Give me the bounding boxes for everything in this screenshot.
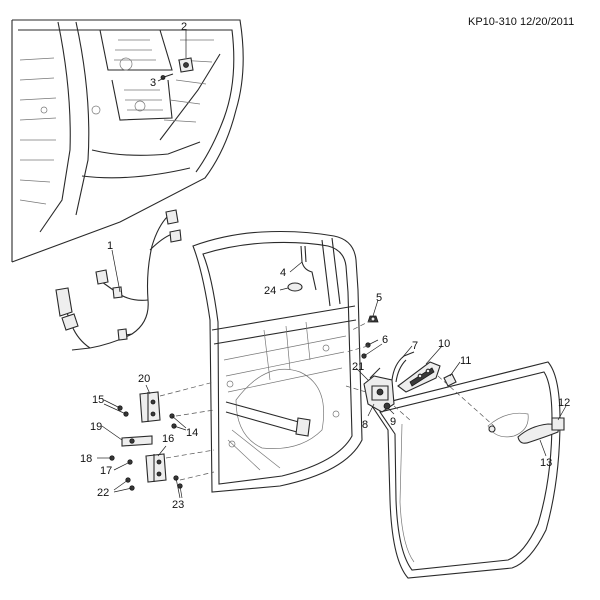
callout-11: 11 (460, 355, 471, 367)
callout-2: 2 (181, 21, 187, 33)
window-rear-channel (300, 245, 317, 291)
striker-bolt (160, 73, 174, 80)
callout-17: 17 (100, 465, 112, 477)
callout-6: 6 (382, 334, 388, 346)
door-lock-striker (178, 57, 194, 73)
door-panel-plug (287, 282, 303, 292)
callout-13: 13 (540, 457, 552, 469)
callout-leaders (97, 30, 567, 499)
callout-16: 16 (162, 433, 174, 445)
callout-24: 24 (264, 285, 276, 297)
callout-23: 23 (172, 499, 184, 511)
callout-19: 19 (90, 421, 102, 433)
callout-10: 10 (438, 338, 450, 350)
hinge-bolts-14 (169, 413, 177, 429)
callout-15: 15 (92, 394, 104, 406)
vehicle-body-shell (11, 19, 244, 263)
callout-7: 7 (412, 340, 418, 352)
callout-14: 14 (186, 427, 198, 439)
handle-bracket (397, 361, 441, 393)
lower-door-hinge (145, 453, 167, 483)
lock-bolt-9 (383, 402, 391, 410)
callout-4: 4 (280, 267, 286, 279)
callout-12: 12 (558, 397, 570, 409)
callout-20: 20 (138, 373, 150, 385)
callout-1: 1 (107, 240, 113, 252)
rear-door-outer-panel (371, 361, 561, 579)
callout-18: 18 (80, 453, 92, 465)
door-check-link (121, 435, 153, 447)
door-wiring-harness (55, 209, 182, 351)
outside-door-handle (517, 417, 565, 444)
lock-bolts-6 (361, 342, 371, 359)
callout-5: 5 (376, 292, 382, 304)
alignment-lines (159, 319, 495, 481)
callout-labels: 1 2 3 4 5 6 7 8 9 10 11 12 13 14 15 16 1… (80, 21, 570, 511)
hinge-bolts-15 (117, 405, 129, 417)
upper-door-hinge (139, 391, 161, 423)
callout-8: 8 (362, 419, 368, 431)
lock-bolt-5 (367, 315, 379, 323)
callout-22: 22 (97, 487, 109, 499)
diagram-id-label: KP10-310 12/20/2011 (468, 16, 575, 28)
callout-3: 3 (150, 77, 156, 89)
callout-9: 9 (390, 416, 396, 428)
callout-21: 21 (352, 361, 364, 373)
rear-door-frame (192, 230, 363, 493)
